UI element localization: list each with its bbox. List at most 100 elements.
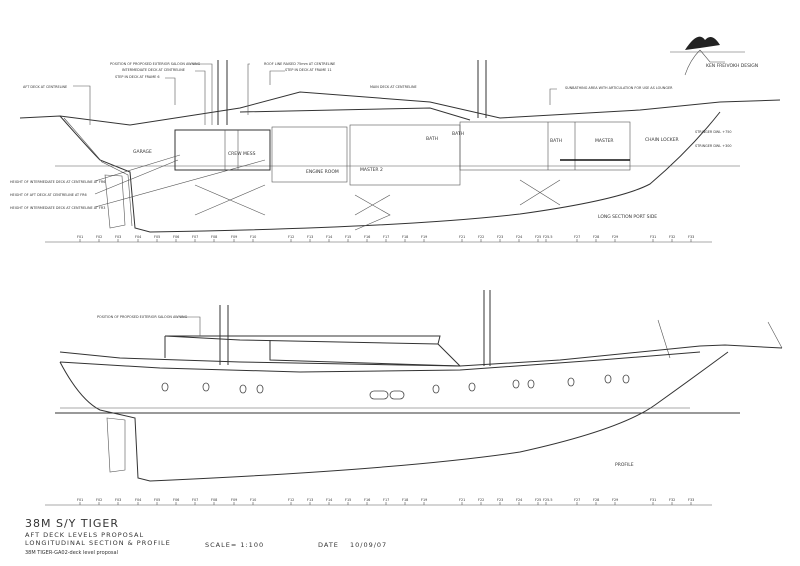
callout-step-11: STEP IN DECK AT FRAME 11 — [285, 68, 332, 72]
room-bath-1: BATH — [426, 136, 438, 142]
frame-label: F28 — [593, 235, 599, 239]
frame-label: F14 — [326, 235, 332, 239]
file-name: 38M TIGER-GA02-deck level proposal — [25, 550, 118, 556]
frame-label: F31 — [650, 498, 656, 502]
frame-label: F25 — [535, 235, 541, 239]
height-note-2: HEIGHT OF AFT DECK AT CENTRELINE AT FR6 — [10, 193, 87, 197]
scale-label: SCALE= 1:100 — [205, 541, 265, 549]
frame-label: F13 — [307, 235, 313, 239]
stringer-300: STRINGER DWL +300 — [695, 144, 732, 148]
profile-callout-awning: POSITION OF PROPOSED EXTERIOR SALOON AWN… — [97, 315, 188, 319]
frame-label: F12 — [288, 235, 294, 239]
frame-label: F29 — [612, 498, 618, 502]
logo-text: KEN FREIVOKH DESIGN — [706, 63, 758, 69]
frame-label: F24 — [516, 235, 522, 239]
frame-label: F09 — [231, 235, 237, 239]
callout-awning: POSITION OF PROPOSED EXTERIOR SALOON AWN… — [110, 62, 201, 66]
frame-label: F06 — [173, 498, 179, 502]
height-note-1: HEIGHT OF INTERMEDIATE DECK AT CENTRELIN… — [10, 180, 105, 184]
room-chain-locker: CHAIN LOCKER — [645, 137, 679, 143]
frame-label: F32 — [669, 498, 675, 502]
frame-label: F17 — [383, 235, 389, 239]
room-garage: GARAGE — [133, 149, 152, 155]
frame-label: F32 — [669, 235, 675, 239]
frame-label: F10 — [250, 235, 256, 239]
frame-label: F02 — [96, 235, 102, 239]
portholes — [161, 374, 630, 400]
section-title: LONG SECTION PORT SIDE — [598, 214, 657, 220]
frame-label: F28 — [593, 498, 599, 502]
frame-label: F05 — [154, 235, 160, 239]
frame-label: F21 — [459, 498, 465, 502]
frame-label: F19 — [421, 498, 427, 502]
frame-axis-profile: F01 F02 F03 F04 F05 F06 F07 F08 F09 F10 F12 F13 F14 F… — [77, 498, 694, 505]
room-bath-3: BATH — [550, 138, 562, 144]
drawing-subtitle-1: AFT DECK LEVELS PROPOSAL — [25, 531, 145, 539]
room-master-2: MASTER 2 — [360, 167, 383, 173]
frame-label: F06 — [173, 235, 179, 239]
frame-label: F09 — [231, 498, 237, 502]
room-master: MASTER — [595, 138, 614, 144]
profile-view: POSITION OF PROPOSED EXTERIOR SALOON AWN… — [45, 290, 783, 506]
frame-label: F18 — [402, 235, 408, 239]
callout-intermediate: INTERMEDIATE DECK AT CENTRELINE — [122, 68, 185, 72]
height-note-3: HEIGHT OF INTERMEDIATE DECK AT CENTRELIN… — [10, 206, 105, 210]
callout-step-6: STEP IN DECK AT FRAME 6 — [115, 75, 160, 79]
long-section: GARAGE CREW MESS ENGINE ROOM MASTER 2 BA… — [10, 60, 781, 243]
callout-sunbathing: SUNBATHING AREA WITH ARTICULATION FOR US… — [565, 86, 673, 90]
room-bath-2: BATH — [452, 131, 464, 137]
frame-label: F04 — [135, 235, 141, 239]
frame-label: F23 — [497, 498, 503, 502]
frame-label: F07 — [192, 498, 198, 502]
drawing-subtitle-2: LONGITUDINAL SECTION & PROFILE — [25, 539, 171, 547]
designer-logo: KEN FREIVOKH DESIGN — [670, 36, 758, 76]
frame-label: F25 — [535, 498, 541, 502]
date-label: DATE — [318, 541, 339, 549]
frame-label: F01 — [77, 235, 83, 239]
frame-label: F17 — [383, 498, 389, 502]
room-engine: ENGINE ROOM — [306, 169, 339, 175]
frame-label: F24 — [516, 498, 522, 502]
vessel-name: 38M S/Y TIGER — [25, 517, 119, 530]
frame-label: F19 — [421, 235, 427, 239]
callout-aft-deck: AFT DECK AT CENTRELINE — [23, 85, 67, 89]
callout-main-deck: MAIN DECK AT CENTRELINE — [370, 85, 417, 89]
date-value: 10/09/07 — [350, 541, 388, 549]
frame-label: F31 — [650, 235, 656, 239]
frame-label: F03 — [115, 498, 121, 502]
frame-label: F13 — [307, 498, 313, 502]
frame-label: F18 — [402, 498, 408, 502]
frame-label: F16 — [364, 235, 370, 239]
frame-label: F29 — [612, 235, 618, 239]
frame-label: F10 — [250, 498, 256, 502]
frame-label: F05 — [154, 498, 160, 502]
frame-label: F12 — [288, 498, 294, 502]
frame-label: F25.5 — [543, 235, 553, 239]
frame-label: F08 — [211, 498, 217, 502]
frame-label: F33 — [688, 235, 694, 239]
frame-label: F33 — [688, 498, 694, 502]
frame-label: F22 — [478, 498, 484, 502]
frame-axis-section: F01 F02 F03 F04 F05 F06 F07 F08 F09 F10 F12 F13 F14 F… — [77, 235, 694, 242]
frame-label: F03 — [115, 235, 121, 239]
frame-label: F27 — [574, 498, 580, 502]
frame-label: F08 — [211, 235, 217, 239]
frame-label: F01 — [77, 498, 83, 502]
frame-label: F04 — [135, 498, 141, 502]
title-block: 38M S/Y TIGER AFT DECK LEVELS PROPOSAL L… — [25, 517, 171, 556]
frame-label: F02 — [96, 498, 102, 502]
frame-label: F27 — [574, 235, 580, 239]
frame-label: F22 — [478, 235, 484, 239]
frame-label: F14 — [326, 498, 332, 502]
room-crew-mess: CREW MESS — [228, 151, 256, 157]
stringer-750: STRINGER DWL +750 — [695, 130, 732, 134]
frame-label: F25.5 — [543, 498, 553, 502]
profile-title: PROFILE — [615, 462, 634, 468]
frame-label: F16 — [364, 498, 370, 502]
frame-label: F23 — [497, 235, 503, 239]
frame-label: F15 — [345, 498, 351, 502]
frame-label: F07 — [192, 235, 198, 239]
frame-label: F21 — [459, 235, 465, 239]
callout-roof: ROOF LINE RAISED 75mm AT CENTRELINE — [264, 62, 335, 66]
